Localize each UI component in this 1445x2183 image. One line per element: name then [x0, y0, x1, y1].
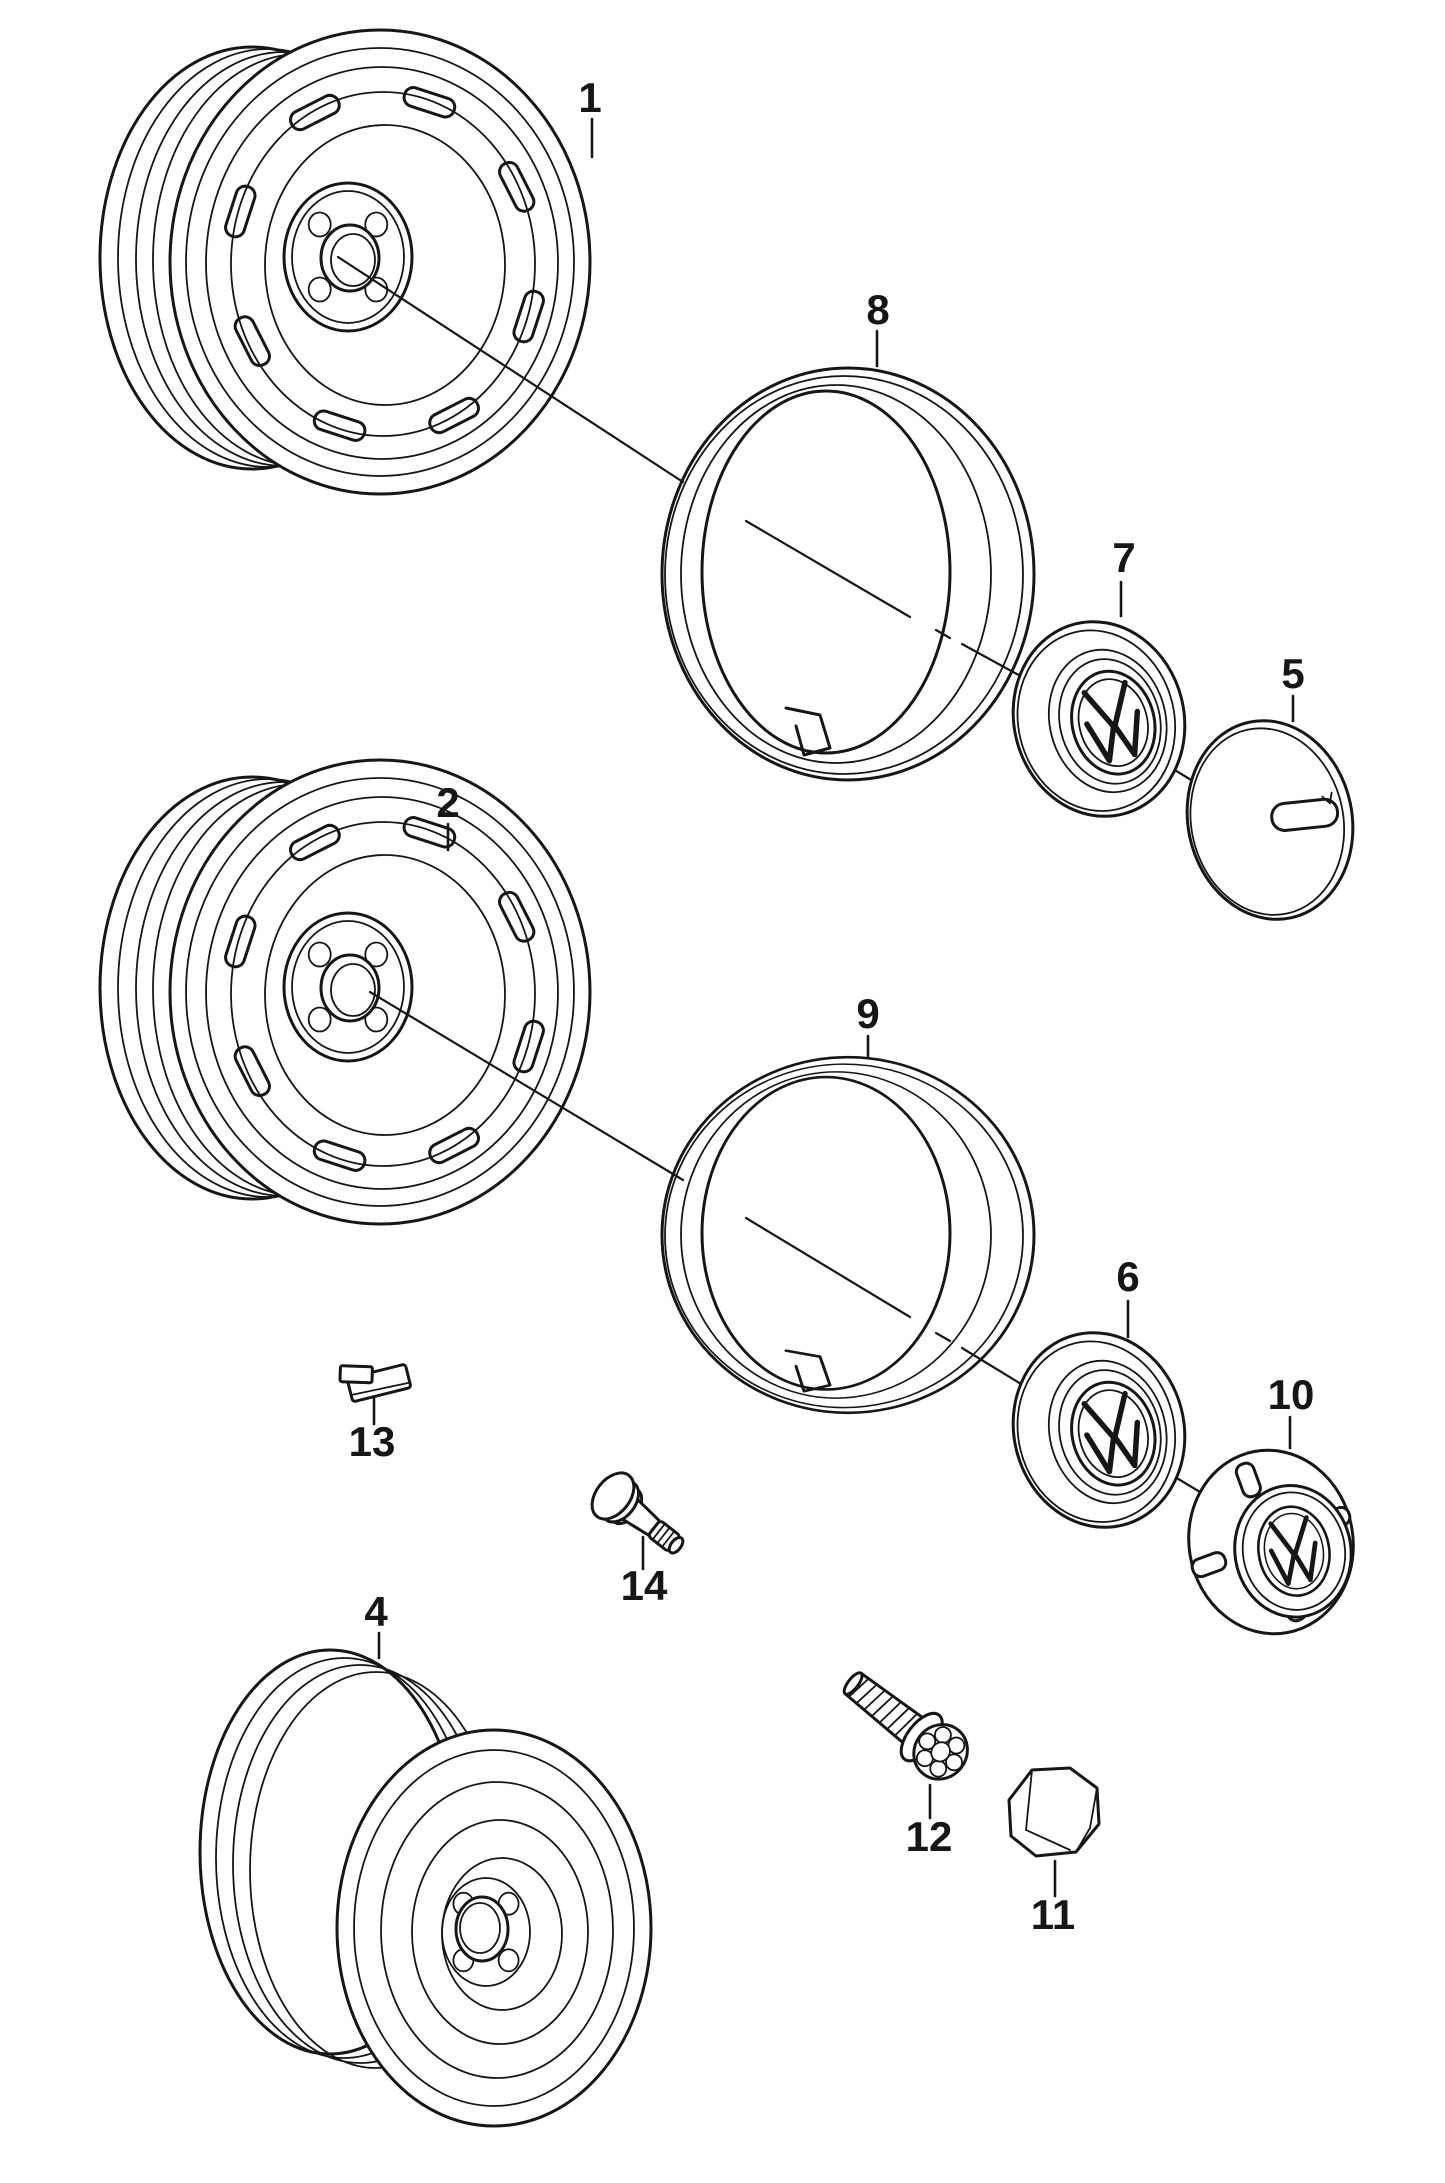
callout-10: 10 [1268, 1371, 1315, 1450]
part-number-7: 7 [1112, 534, 1135, 581]
callout-2: 2 [436, 779, 460, 852]
part-number-10: 10 [1268, 1371, 1315, 1418]
small-mark [1321, 791, 1333, 805]
callout-1: 1 [578, 74, 602, 159]
callout-9: 9 [856, 990, 880, 1058]
part-number-8: 8 [866, 286, 889, 333]
hub-cap-6 [993, 1314, 1205, 1545]
callout-14: 14 [621, 1535, 668, 1609]
callout-6: 6 [1116, 1253, 1140, 1339]
callout-4: 4 [364, 1588, 388, 1660]
wheel-bolt-12 [842, 1671, 969, 1781]
trim-ring-9 [660, 1055, 1036, 1415]
trim-ring-8 [660, 366, 1036, 782]
callout-11: 11 [1031, 1859, 1075, 1938]
part-number-1: 1 [578, 74, 601, 121]
part-number-13: 13 [349, 1418, 396, 1465]
callout-12: 12 [906, 1783, 953, 1860]
axis-line-lower [368, 990, 1202, 1494]
steel-wheel-2 [98, 758, 592, 1226]
part-number-4: 4 [364, 1588, 388, 1635]
part-number-6: 6 [1116, 1253, 1139, 1300]
part-number-5: 5 [1281, 650, 1304, 697]
part-number-14: 14 [621, 1562, 668, 1609]
tyre-valve-14 [590, 1471, 685, 1555]
cover-slot [1234, 1461, 1262, 1499]
part-number-2: 2 [436, 779, 459, 826]
part-number-12: 12 [906, 1813, 953, 1860]
bolt-cap-11 [1007, 1766, 1101, 1858]
spare-steel-wheel-4 [198, 1648, 653, 2128]
callout-13: 13 [349, 1396, 396, 1465]
wheel-cover-10 [1187, 1448, 1355, 1636]
part-number-9: 9 [856, 990, 879, 1037]
callout-5: 5 [1281, 650, 1305, 723]
cap-slot [1270, 797, 1340, 832]
part-number-11: 11 [1031, 1891, 1075, 1938]
cover-slot [1190, 1551, 1228, 1579]
dust-cap-5 [1185, 719, 1355, 921]
balance-weight-13 [338, 1363, 412, 1403]
callout-8: 8 [866, 286, 890, 368]
callout-7: 7 [1112, 534, 1136, 618]
bolt-hole [497, 1948, 520, 1973]
